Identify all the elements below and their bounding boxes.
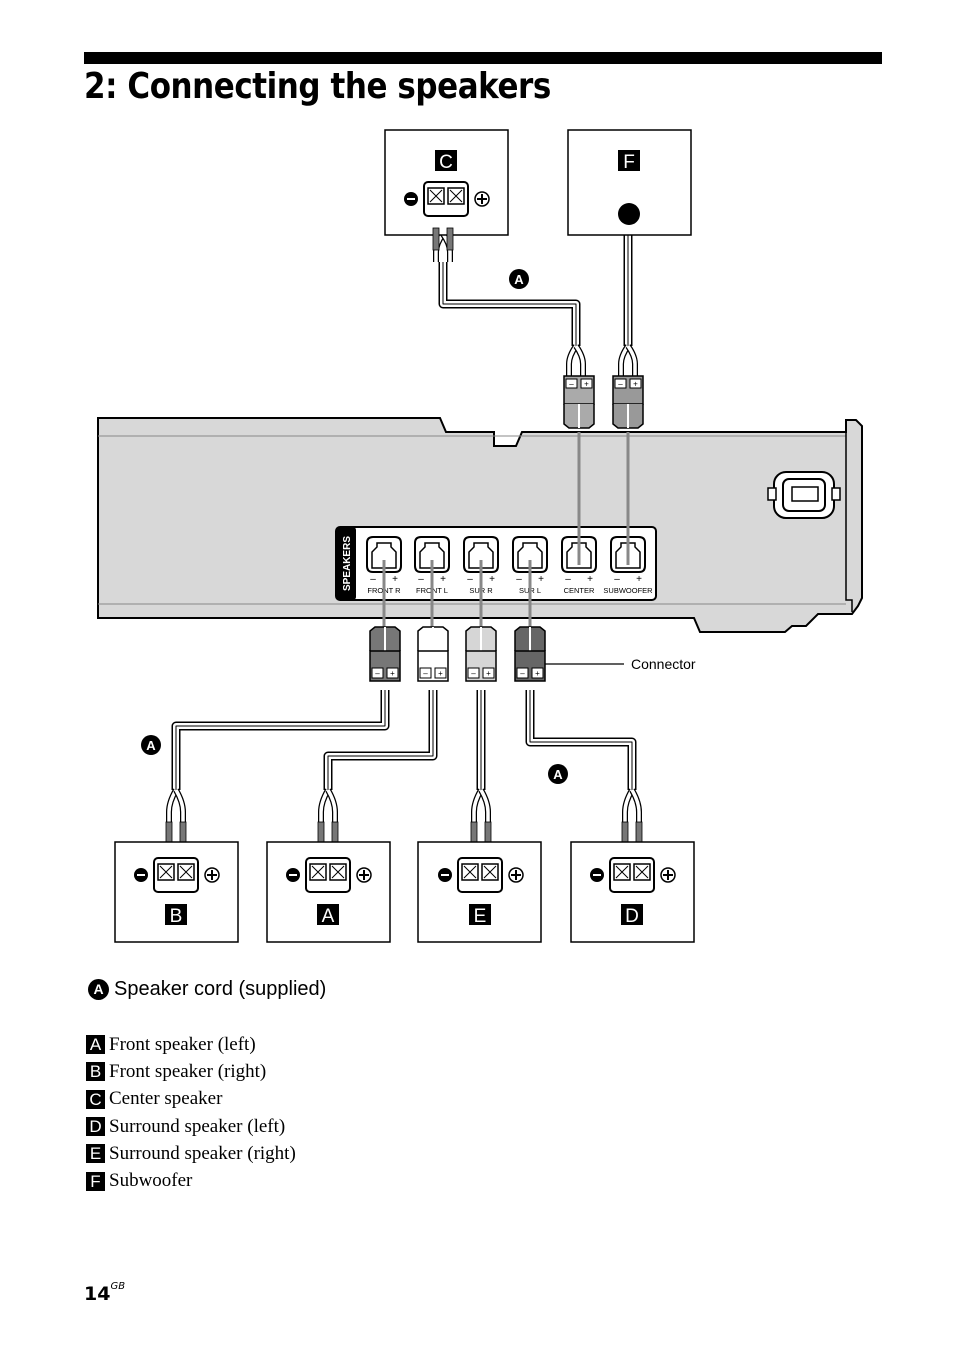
legend-text: Surround speaker (left) — [109, 1115, 286, 1137]
plug-subwoofer: –+ — [612, 375, 644, 429]
plug-plus: + — [535, 669, 540, 678]
terminal-minus: – — [516, 574, 522, 585]
speaker-letter: A — [322, 906, 335, 927]
speaker-box-surround-right: E — [417, 841, 542, 943]
legend-text: Front speaker (right) — [109, 1060, 267, 1082]
cord-center — [438, 262, 581, 346]
terminal-minus: – — [418, 574, 424, 585]
plug-plus: + — [438, 669, 443, 678]
legend-text: Surround speaker (right) — [109, 1142, 296, 1164]
speaker-box-subwoofer: F — [567, 129, 692, 236]
connector-label: Connector — [631, 656, 696, 672]
plug-front-right: –+ — [369, 626, 401, 682]
legend-letter: D — [86, 1117, 105, 1137]
page-number-suffix: GB — [110, 1281, 126, 1292]
plug-surround-left: –+ — [514, 626, 546, 682]
legend-text: Front speaker (left) — [109, 1033, 256, 1055]
plug-plus: + — [633, 380, 638, 389]
cord-surround-left — [525, 690, 637, 790]
cord-leads — [165, 788, 187, 868]
terminal-plus: + — [636, 574, 642, 585]
cord-legend-marker: A — [88, 979, 109, 1000]
plug-minus: – — [618, 380, 623, 389]
plug-minus: – — [520, 669, 525, 678]
speaker-letter: E — [474, 906, 487, 927]
cord-marker-right: A — [548, 764, 568, 784]
cord-front-left — [323, 690, 438, 790]
cord-leads — [470, 788, 492, 868]
legend-letter: F — [86, 1171, 105, 1191]
plug-minus: – — [569, 380, 574, 389]
terminal-plus: + — [538, 574, 544, 585]
cord-legend: A Speaker cord (supplied) — [88, 978, 326, 1001]
terminal-plus: + — [489, 574, 495, 585]
cord-front-right — [171, 690, 390, 790]
legend-text: Subwoofer — [109, 1170, 193, 1192]
speakers-panel-label: SPEAKERS — [342, 536, 353, 591]
cord-marker-top: A — [509, 269, 529, 289]
speaker-box-surround-left: D — [570, 841, 695, 943]
speaker-letter: D — [625, 906, 639, 927]
terminal-minus: – — [614, 574, 620, 585]
speaker-letter: F — [623, 152, 635, 173]
terminal-minus: – — [467, 574, 473, 585]
terminal-plus: + — [392, 574, 398, 585]
cord-marker-text: A — [146, 738, 156, 753]
terminal-center: – +CENTER — [561, 536, 597, 595]
plug-minus: – — [423, 669, 428, 678]
plug-front-left: –+ — [417, 626, 449, 682]
cord-leads — [566, 344, 586, 378]
connection-diagram: SPEAKERS –+FRONT R–+FRONT L–+SUR R–+SUR … — [97, 129, 863, 943]
speaker-box-center: C — [384, 129, 509, 251]
speaker-box-front-left: A — [266, 841, 391, 943]
terminal-name: CENTER — [564, 586, 595, 595]
plug-minus: – — [375, 669, 380, 678]
terminal-minus: – — [370, 574, 376, 585]
cord-leads — [317, 788, 339, 868]
header-rule — [84, 52, 882, 64]
plug-minus: – — [471, 669, 476, 678]
speaker-letter: C — [439, 152, 453, 173]
cord-legend-text: Speaker cord (supplied) — [114, 978, 327, 1000]
page-number: 14GB — [84, 1281, 126, 1305]
legend-letter: A — [86, 1035, 105, 1055]
legend-letter: B — [86, 1062, 105, 1082]
cord-marker-text: A — [553, 767, 563, 782]
plug-plus: + — [584, 380, 589, 389]
legend-text: Center speaker — [109, 1088, 223, 1110]
page-title: 2: Connecting the speakers — [84, 66, 551, 107]
power-inlet — [767, 471, 841, 519]
legend-letter: E — [86, 1144, 105, 1164]
speaker-letter: B — [170, 906, 183, 927]
terminal-plus: + — [440, 574, 446, 585]
page-number-value: 14 — [84, 1283, 111, 1305]
speaker-box-front-right: B — [114, 841, 239, 943]
cord-leads — [618, 344, 638, 378]
plug-center: –+ — [563, 375, 595, 429]
plug-plus: + — [390, 669, 395, 678]
legend-letter: C — [86, 1089, 105, 1109]
cord-leads — [621, 788, 643, 868]
main-unit: SPEAKERS –+FRONT R–+FRONT L–+SUR R–+SUR … — [97, 417, 863, 633]
cord-marker-text: A — [514, 272, 524, 287]
terminal-minus: – — [565, 574, 571, 585]
speakers-panel: SPEAKERS –+FRONT R–+FRONT L–+SUR R–+SUR … — [335, 526, 657, 601]
terminal-name: SUBWOOFER — [603, 586, 653, 595]
plug-plus: + — [486, 669, 491, 678]
cord-marker-left: A — [141, 735, 161, 755]
plug-surround-right: –+ — [465, 626, 497, 682]
terminal-plus: + — [587, 574, 593, 585]
